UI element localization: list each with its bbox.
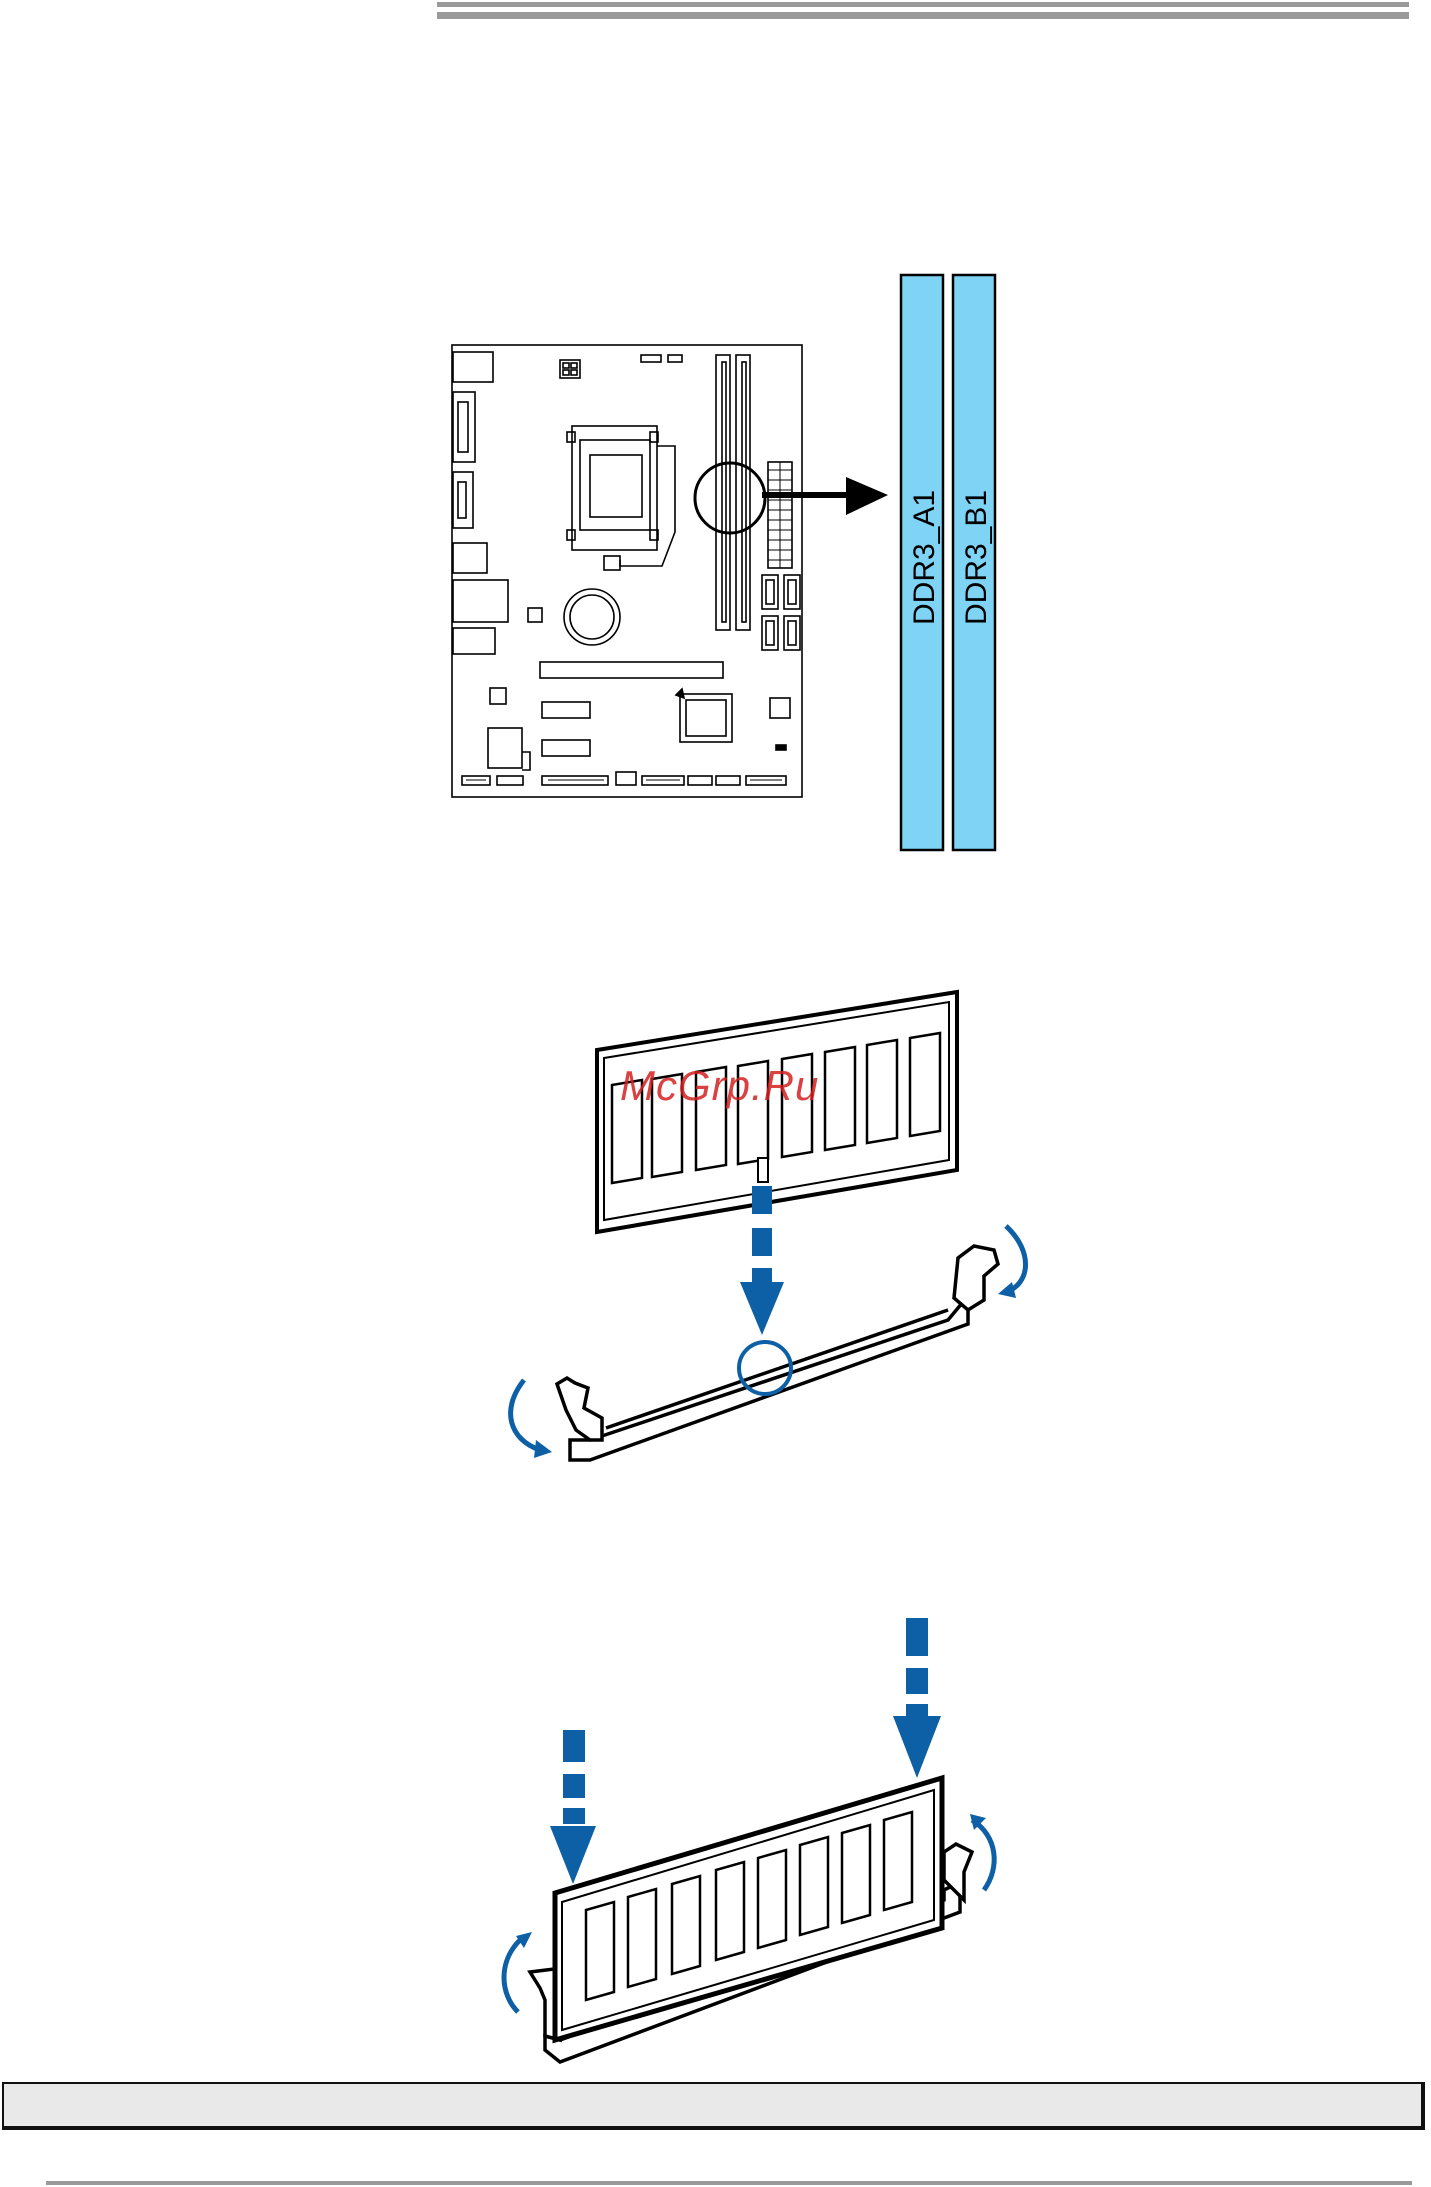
note-box [2,2082,1425,2130]
dimm-slots-enlarged: DDR3_A1 DDR3_B1 [901,275,995,850]
dimm-slot-a1-label: DDR3_A1 [908,490,941,625]
arrow-right-icon [762,477,888,515]
watermark-text: McGrp.Ru [620,1062,819,1110]
dimm-slot-step1 [557,1246,998,1460]
arrow-down-dashed-icon [550,1730,596,1884]
arrow-down-dashed-icon [740,1186,784,1335]
motherboard-diagram [452,345,802,797]
arrow-down-dashed-icon [893,1618,941,1778]
memory-module-step2 [555,1778,942,2040]
header-rules [437,2,1409,19]
footer-rule [46,2181,1412,2185]
memory-module-step1 [597,992,957,1232]
dimm-slot-b1-label: DDR3_B1 [960,490,993,625]
